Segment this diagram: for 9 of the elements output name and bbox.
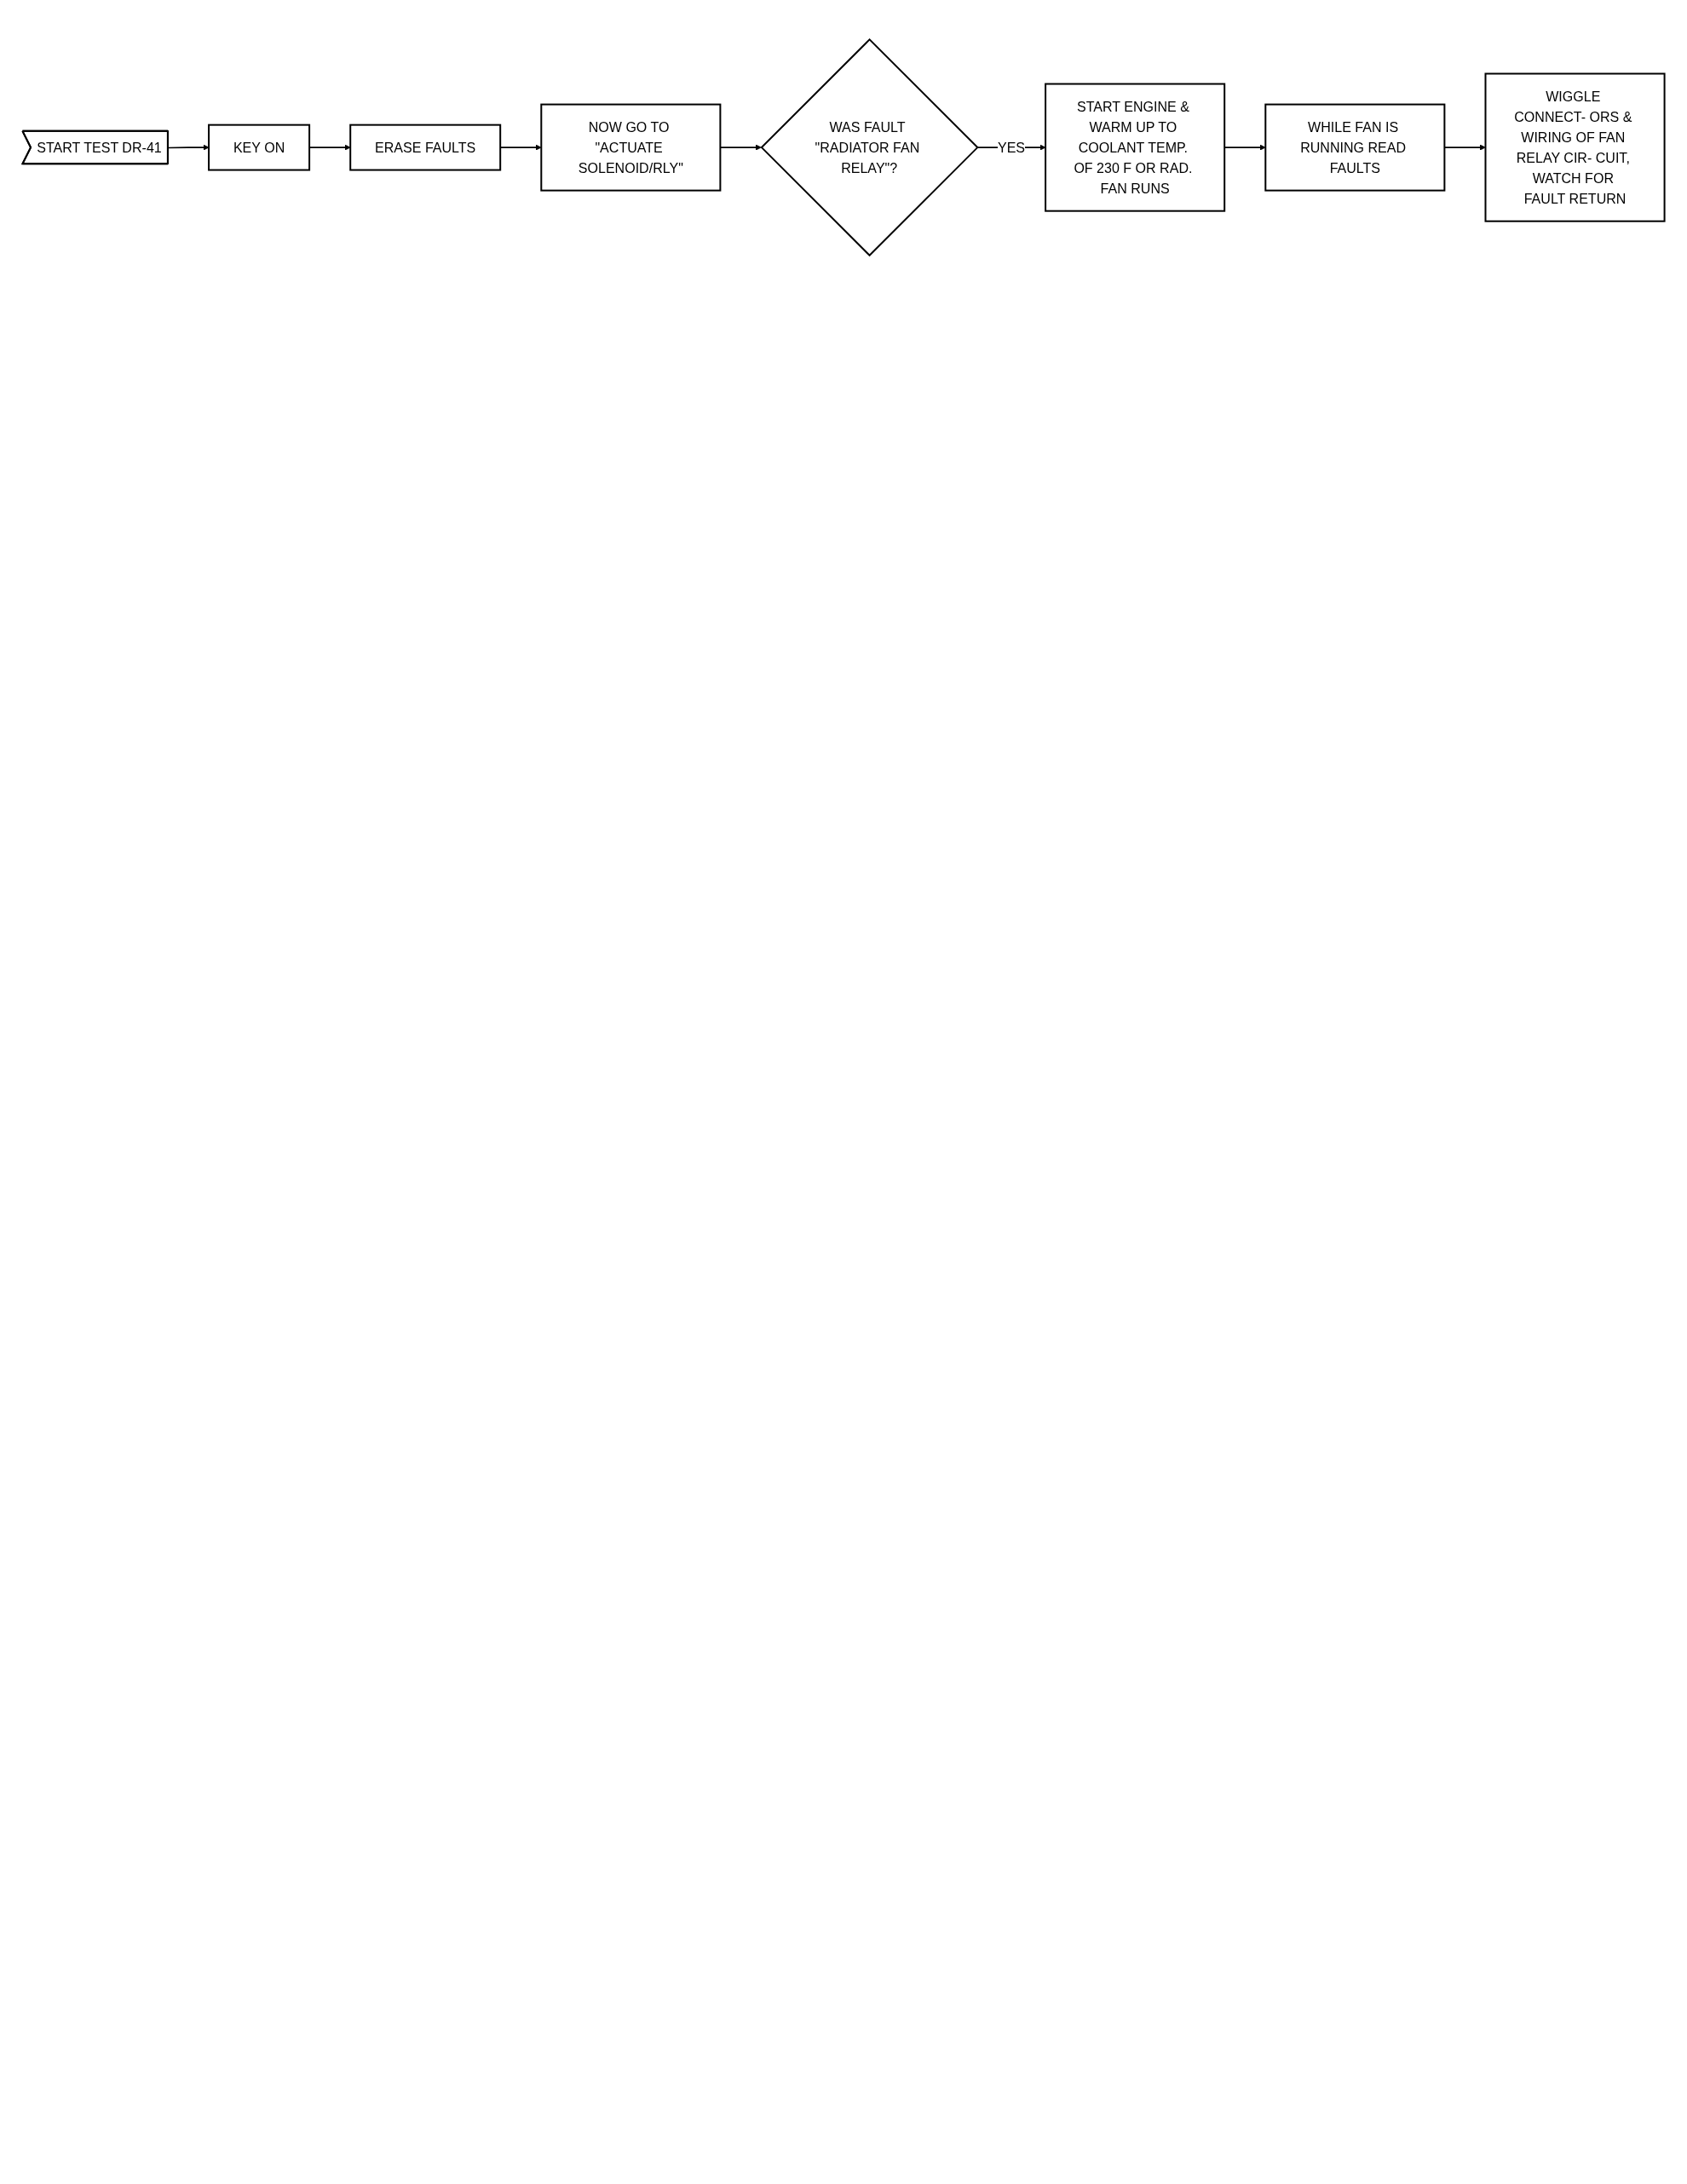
arrow: [167, 144, 210, 151]
node-box: START ENGINE & WARM UP TO COOLANT TEMP. OF 230 F OR RAD. FAN RUNS: [1045, 83, 1226, 212]
node-box: WIGGLE CONNECT- ORS & WIRING OF FAN RELAY CIR- CUIT, WATCH FOR FAULT RETURN: [1484, 72, 1666, 222]
node-box: NOW GO TO "ACTUATE SOLENOID/RLY": [540, 103, 722, 192]
node-box: WHILE FAN IS RUNNING READ FAULTS: [1264, 103, 1446, 192]
node-box: KEY ON: [208, 124, 311, 171]
node-box: ERASE FAULTS: [349, 124, 502, 171]
edge-label: YES: [997, 140, 1026, 155]
node-diamond: WAS FAULT "RADIATOR FAN RELAY"?: [760, 38, 979, 257]
